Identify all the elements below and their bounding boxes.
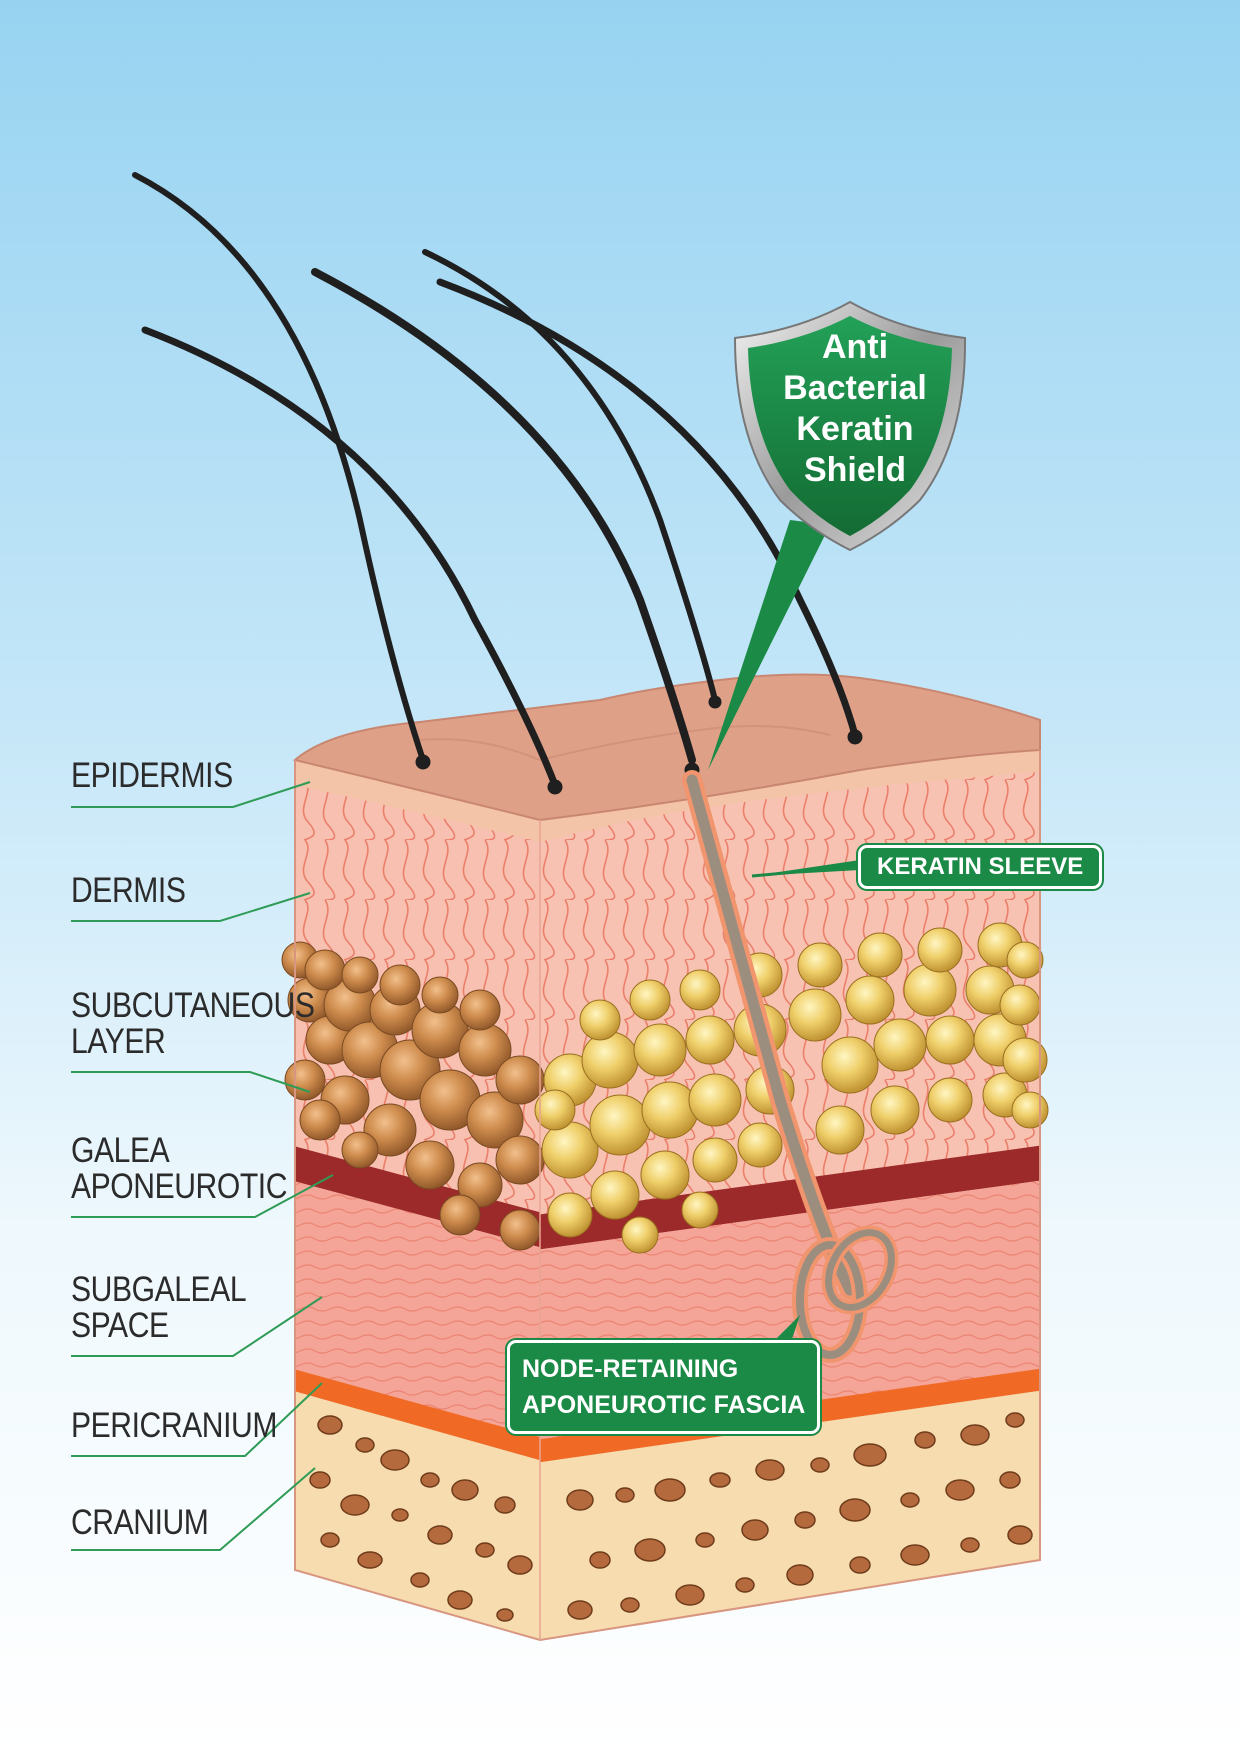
shield-badge <box>733 300 967 552</box>
callout-node-retaining-fascia: NODE-RETAINING APONEUROTIC FASCIA <box>507 1340 821 1434</box>
label-pericranium-text: PERICRANIUM <box>71 1406 277 1445</box>
callout-node-line1: NODE-RETAINING <box>522 1355 739 1383</box>
label-epidermis-text: EPIDERMIS <box>71 756 233 795</box>
label-galea-line2: APONEUROTIC <box>71 1167 288 1206</box>
shield-line3: Keratin <box>796 410 914 448</box>
callout-node-line2: APONEUROTIC FASCIA <box>522 1391 806 1419</box>
label-dermis: DERMIS <box>71 871 186 910</box>
label-galea-aponeurotic: GALEA APONEUROTIC <box>71 1133 287 1205</box>
callout-keratin-sleeve: KERATIN SLEEVE <box>858 845 1103 889</box>
label-subcutaneous-line2: LAYER <box>71 1022 166 1061</box>
label-cranium: CRANIUM <box>71 1503 209 1542</box>
label-cranium-text: CRANIUM <box>71 1503 209 1542</box>
shield-line2: Bacterial <box>783 369 927 407</box>
node-callout-leader <box>775 1315 800 1345</box>
callout-keratin-sleeve-text: KERATIN SLEEVE <box>877 853 1084 880</box>
left-face <box>295 760 540 1640</box>
label-subcutaneous-layer: SUBCUTANEOUS LAYER <box>71 986 315 1061</box>
label-subgaleal-line2: SPACE <box>71 1306 169 1345</box>
keratin-sleeve-hair <box>682 770 899 1363</box>
shield-line1: Anti <box>821 328 889 366</box>
label-subgaleal-space: SUBGALEAL SPACE <box>71 1270 247 1345</box>
label-dermis-text: DERMIS <box>71 871 186 910</box>
shield-text: Anti Bacterial Keratin Shield <box>760 327 950 491</box>
label-subgaleal-line1: SUBGALEAL <box>71 1270 247 1309</box>
label-galea-line1: GALEA <box>71 1131 170 1170</box>
label-pericranium: PERICRANIUM <box>71 1408 277 1444</box>
hair-strands <box>132 172 863 795</box>
skin-top-surface <box>292 673 1041 822</box>
shield-line4: Shield <box>803 451 907 489</box>
epidermis-band <box>295 760 540 842</box>
label-epidermis: EPIDERMIS <box>71 758 233 794</box>
label-subcutaneous-line1: SUBCUTANEOUS <box>71 986 315 1025</box>
shield-pointer <box>708 520 830 770</box>
label-leader-lines <box>71 781 334 1551</box>
cranium-pores <box>309 1412 1033 1622</box>
